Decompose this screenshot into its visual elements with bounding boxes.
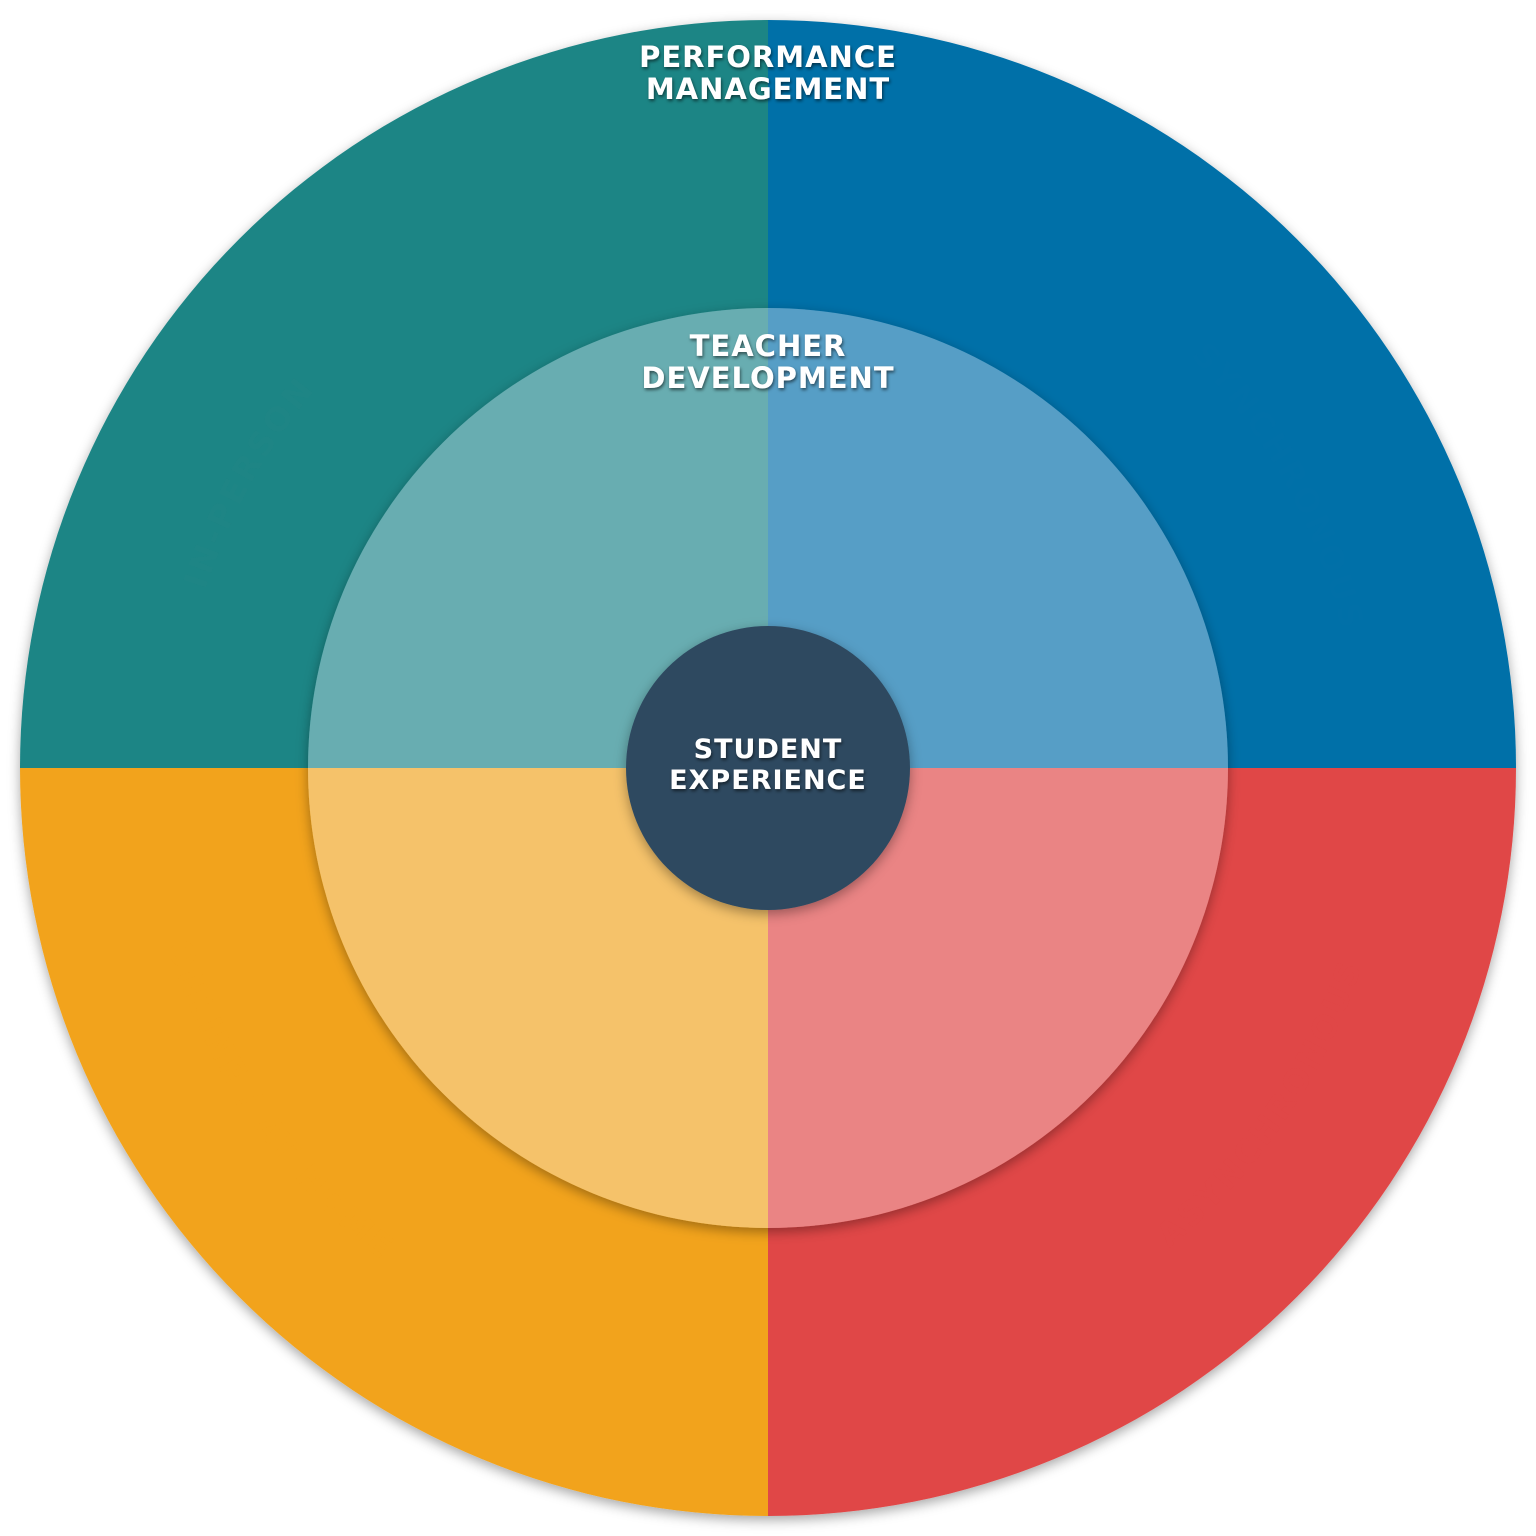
middle-quadrant-top-left xyxy=(308,308,768,768)
middle-quadrant-bottom-right xyxy=(768,768,1228,1228)
center-label-line1: STUDENT xyxy=(694,734,843,765)
middle-quadrant-top-right xyxy=(768,308,1228,768)
center-circle xyxy=(626,626,910,910)
outer-ring-label-line2: MANAGEMENT xyxy=(646,72,890,106)
middle-ring-label-line2: DEVELOPMENT xyxy=(641,361,894,395)
center-label-line2: EXPERIENCE xyxy=(669,765,867,796)
outer-ring-label-line1: PERFORMANCE xyxy=(639,40,897,74)
middle-ring-label-line1: TEACHER xyxy=(690,329,847,363)
middle-ring xyxy=(308,308,1228,1228)
middle-quadrant-bottom-left xyxy=(308,768,768,1228)
